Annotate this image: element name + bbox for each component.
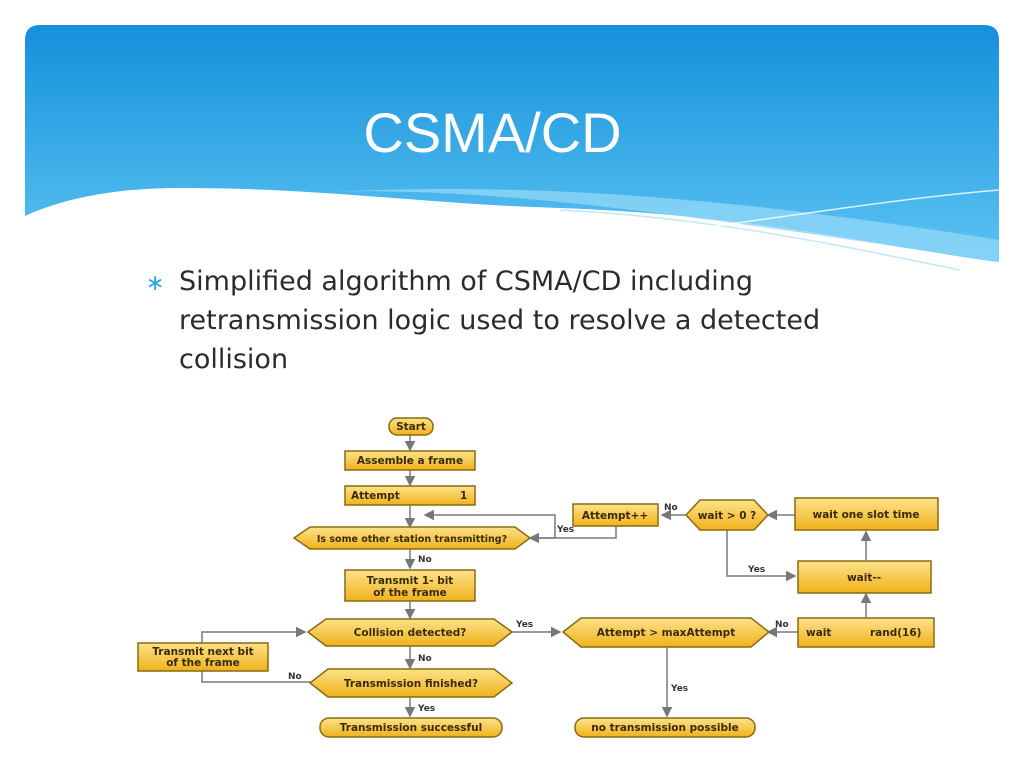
edge-finished-no — [201, 670, 312, 683]
edge-label-other-no: No — [418, 555, 432, 565]
label-wait-rand-value: rand(16) — [870, 627, 921, 639]
node-start — [388, 417, 434, 436]
node-other-station — [292, 526, 532, 550]
node-next-bit — [137, 642, 269, 672]
edge-label-wait-no: No — [664, 503, 678, 513]
node-wait-rand — [797, 617, 935, 648]
banner-wave-1 — [330, 188, 999, 262]
node-success — [319, 717, 503, 738]
edge-label-finished-no: No — [288, 672, 302, 682]
edge-label-max-yes: Yes — [670, 684, 688, 694]
label-next-bit-1: Transmit next bit — [152, 646, 253, 658]
edge-label-other-yes: Yes — [556, 525, 574, 535]
edge-wait-yes — [726, 530, 797, 582]
bullet-text: Simplified algorithm of CSMA/CD includin… — [179, 266, 821, 375]
label-success: Transmission successful — [340, 722, 482, 734]
node-max-attempt — [561, 617, 771, 648]
node-collision — [306, 618, 514, 647]
node-wait-gt0 — [684, 499, 770, 531]
label-next-bit-2: of the frame — [166, 657, 240, 669]
banner-wave-2 — [559, 209, 961, 271]
bullet-icon: ∗ — [146, 270, 165, 295]
edge-label-max-no: No — [775, 620, 789, 630]
node-attempt — [344, 485, 476, 506]
edge-nextbit-collision — [201, 626, 307, 643]
edge-label-wait-yes: Yes — [747, 565, 765, 575]
node-attempt-inc — [572, 503, 659, 527]
label-wait-slot: wait one slot time — [813, 509, 920, 521]
label-attempt-inc: Attempt++ — [582, 510, 648, 522]
label-wait-rand: wait — [806, 627, 831, 639]
banner-wave-3 — [619, 189, 1000, 239]
edge-label-collision-no: No — [418, 654, 432, 664]
label-other-station: Is some other station transmitting? — [317, 534, 507, 545]
edge-inc-other — [528, 526, 617, 544]
label-wait-gt0: wait > 0 ? — [698, 510, 757, 522]
node-wait-dec — [797, 560, 932, 594]
node-no-transmission — [574, 717, 756, 738]
label-transmit-2: of the frame — [373, 587, 447, 599]
label-no-transmission: no transmission possible — [591, 722, 738, 734]
label-attempt: Attempt — [351, 490, 400, 502]
label-start: Start — [396, 421, 426, 433]
csma-cd-flowchart: Start Assemble a frame Attempt 1 Is some… — [137, 417, 939, 738]
edge-label-finished-yes: Yes — [417, 704, 435, 714]
label-collision: Collision detected? — [354, 627, 467, 639]
label-finished: Transmission finished? — [344, 678, 478, 690]
label-transmit-1: Transmit 1- bit — [367, 575, 454, 587]
node-transmit — [344, 569, 476, 602]
node-wait-slot — [794, 497, 939, 531]
edge-label-collision-yes: Yes — [515, 620, 533, 630]
label-wait-dec: wait-- — [847, 572, 881, 584]
label-max-attempt: Attempt > maxAttempt — [597, 627, 735, 639]
label-attempt-val: 1 — [460, 490, 467, 502]
header-banner — [25, 25, 1000, 271]
banner-shape — [25, 25, 999, 262]
slide-title: CSMA/CD — [363, 101, 622, 164]
node-finished — [308, 668, 514, 698]
label-assemble: Assemble a frame — [357, 455, 463, 467]
node-assemble — [344, 450, 476, 471]
